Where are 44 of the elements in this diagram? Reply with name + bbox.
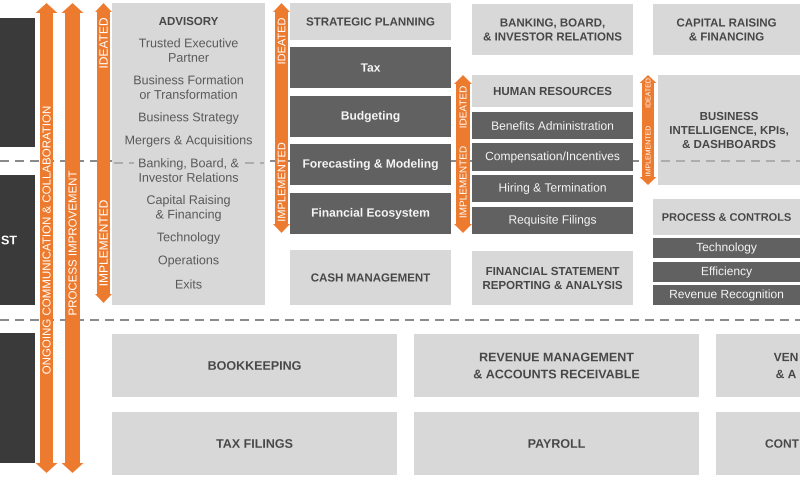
- list-item: Banking, Board, & Investor Relations: [139, 158, 239, 182]
- category-box: BOOKKEEPING: [112, 334, 397, 397]
- list-item: Business Strategy: [139, 112, 239, 124]
- category-box: STRATEGIC PLANNING: [290, 3, 451, 40]
- vertical-band: IDEATED IMPLEMENTED: [273, 3, 290, 233]
- category-box: BUSINESS INTELLIGENCE, KPIs, & DASHBOARDS: [658, 75, 800, 185]
- item-box: Technology: [653, 238, 800, 258]
- list-item: Operations: [158, 255, 219, 267]
- category-box: REVENUE MANAGEMENT & ACCOUNTS RECEIVABLE: [414, 334, 699, 397]
- list-item: Exits: [176, 279, 202, 289]
- list-item: Mergers & Acquisitions: [126, 135, 252, 147]
- vertical-band: IDEATED IMPLEMENTED: [95, 3, 112, 303]
- list-item: Trusted Executive Partner: [139, 38, 238, 62]
- category-box: PROCESS & CONTROLS: [653, 199, 800, 235]
- vertical-band: IDEATED IMPLEMENTED: [454, 75, 472, 233]
- category-box: TAX FILINGS: [112, 412, 397, 475]
- category-box: VEN & A: [716, 334, 800, 397]
- vertical-band: ONGOING COMMUNICATION & COLLABORATION: [36, 3, 58, 473]
- item-box: Compensation/Incentives: [472, 143, 633, 171]
- panel-heading: ADVISORY: [158, 16, 218, 26]
- list-panel: [112, 3, 265, 305]
- item-box: Revenue Recognition: [653, 285, 800, 305]
- item-box: Efficiency: [653, 262, 800, 282]
- category-box: BANKING, BOARD, & INVESTOR RELATIONS: [472, 4, 633, 55]
- list-item: Business Formation or Transformation: [134, 75, 243, 99]
- category-box: CONT: [716, 412, 800, 475]
- category-box: PAYROLL: [414, 412, 699, 475]
- item-box: Requisite Filings: [472, 207, 633, 234]
- category-box: CAPITAL RAISING & FINANCING: [653, 4, 800, 55]
- category-box: FINANCIAL STATEMENT REPORTING & ANALYSIS: [472, 251, 633, 305]
- item-box: Benefits Administration: [472, 112, 633, 139]
- side-box: [0, 333, 35, 463]
- vertical-band: PROCESS IMPROVEMENT: [62, 3, 84, 473]
- side-box: [0, 18, 35, 147]
- category-box: HUMAN RESOURCES: [472, 75, 633, 107]
- item-box: Financial Ecosystem: [290, 193, 451, 234]
- list-item: Technology: [157, 232, 220, 244]
- list-item: Capital Raising & Financing: [147, 194, 230, 222]
- side-box: ST: [0, 175, 35, 305]
- item-box: Hiring & Termination: [472, 175, 633, 202]
- category-box: CASH MANAGEMENT: [290, 250, 451, 305]
- item-box: Tax: [290, 47, 451, 88]
- item-box: Budgeting: [290, 96, 451, 137]
- item-box: Forecasting & Modeling: [290, 144, 451, 185]
